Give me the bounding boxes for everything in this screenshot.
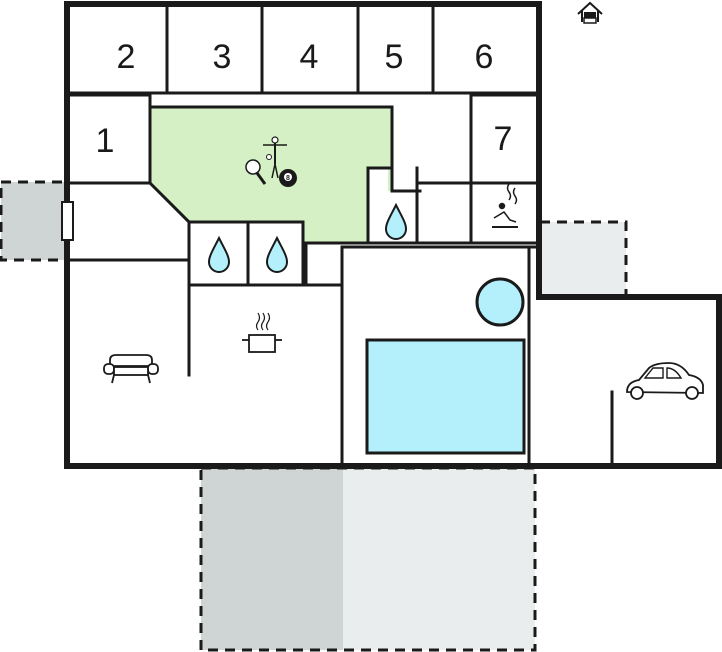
billiard-ball-number: 8 (286, 175, 290, 182)
table-tennis-foosball-billiards-icon: 8 (245, 136, 297, 187)
car-icon (626, 362, 704, 400)
outer-wall (64, 1, 722, 469)
room-number-7: 7 (494, 120, 513, 158)
hot-tub-icon (475, 277, 525, 327)
activity-room (150, 107, 392, 285)
door-left (61, 201, 74, 241)
sauna-icon (492, 183, 518, 228)
terrace-right (538, 220, 628, 299)
sofa-icon (103, 354, 159, 384)
water-drop-icon-bath-1 (207, 235, 231, 273)
room-number-3: 3 (213, 38, 232, 76)
cooking-pot-icon (242, 312, 282, 353)
interior-walls (65, 2, 614, 468)
water-drop-icon-bath-3 (384, 202, 408, 240)
swimming-pool (365, 338, 526, 455)
room-number-2: 2 (117, 38, 136, 76)
terrace-bottom-dark (201, 468, 343, 650)
house-entrance-icon (577, 1, 603, 24)
room-number-4: 4 (300, 38, 319, 76)
water-drop-icon-bath-2 (265, 235, 289, 273)
room-number-1: 1 (96, 122, 115, 160)
room-number-6: 6 (475, 38, 494, 76)
terrace-bottom-light (343, 468, 535, 650)
terrace-left (0, 180, 69, 262)
terrace-bottom-border (199, 466, 537, 652)
room-number-5: 5 (385, 38, 404, 76)
